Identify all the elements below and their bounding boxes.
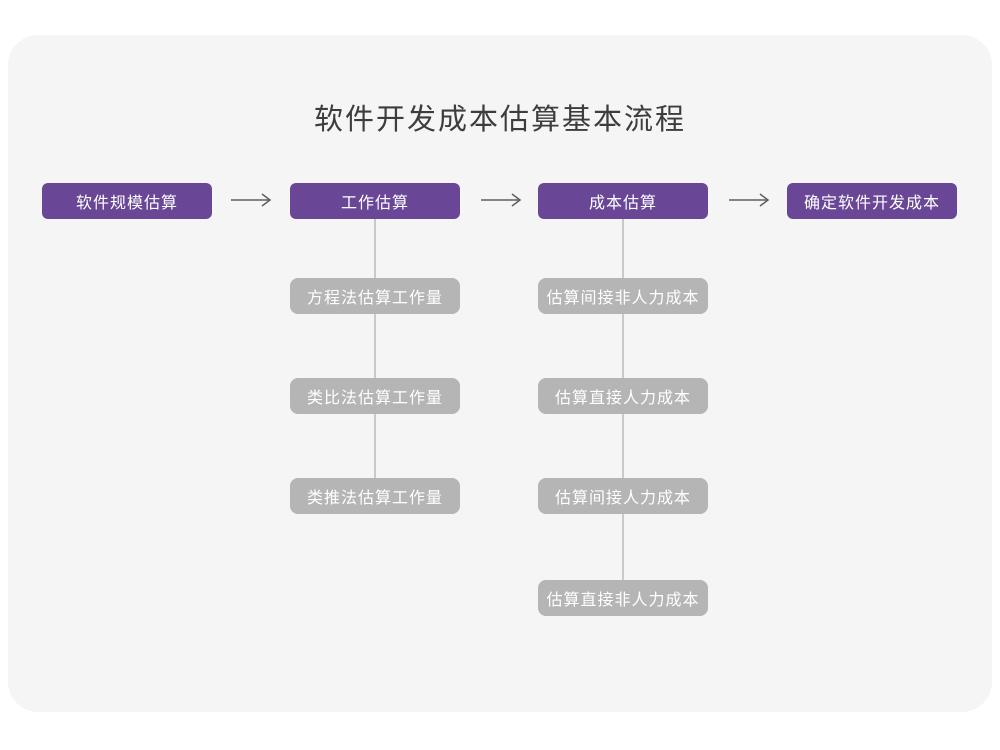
diagram-canvas (8, 35, 992, 712)
substep-direct-labor-cost: 估算直接人力成本 (538, 378, 708, 414)
substep-extrapolation-method: 类推法估算工作量 (290, 478, 460, 514)
flow-step-work-estimation: 工作估算 (290, 183, 460, 219)
substep-indirect-nonlabor-cost: 估算间接非人力成本 (538, 278, 708, 314)
flow-step-cost-estimation: 成本估算 (538, 183, 708, 219)
right-arrow-icon (479, 192, 523, 208)
flow-step-final-cost: 确定软件开发成本 (787, 183, 957, 219)
right-arrow-icon (727, 192, 771, 208)
diagram-title: 软件开发成本估算基本流程 (313, 104, 686, 136)
substep-equation-method: 方程法估算工作量 (290, 278, 460, 314)
connector-work-substeps (374, 219, 376, 481)
flow-step-scale-estimation: 软件规模估算 (42, 183, 212, 219)
right-arrow-icon (229, 192, 273, 208)
substep-analogy-method: 类比法估算工作量 (290, 378, 460, 414)
substep-direct-nonlabor-cost: 估算直接非人力成本 (538, 580, 708, 616)
substep-indirect-labor-cost: 估算间接人力成本 (538, 478, 708, 514)
